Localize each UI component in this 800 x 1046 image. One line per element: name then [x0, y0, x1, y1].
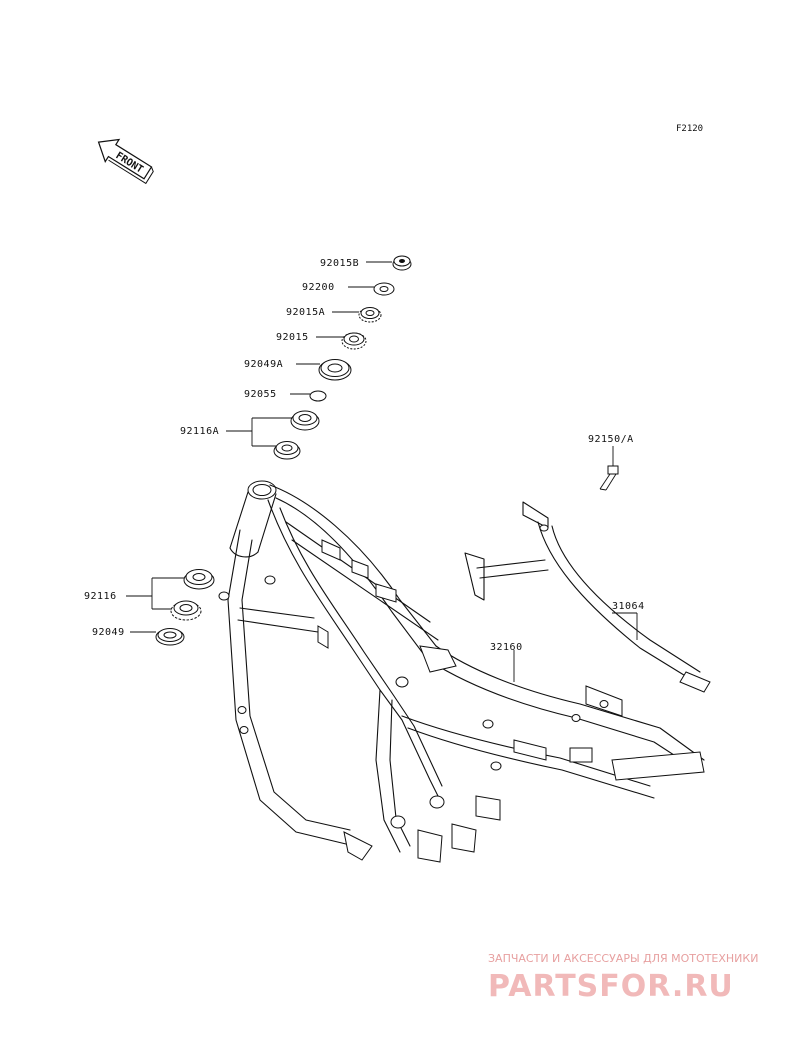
figure-code: F2120	[676, 124, 703, 134]
part-92150A-bolt	[599, 465, 619, 491]
steering-stem-parts	[273, 255, 412, 460]
watermark: ЗАПЧАСТИ И АКСЕССУАРЫ ДЛЯ МОТОТЕХНИКИ PA…	[488, 952, 758, 1004]
callout-92049A: 92049A	[244, 359, 283, 370]
part-92049A	[318, 359, 352, 381]
part-92200	[373, 282, 395, 296]
callout-92150A: 92150/A	[588, 434, 634, 445]
part-92015A	[358, 307, 382, 323]
callout-92015A: 92015A	[286, 307, 325, 318]
callout-92200: 92200	[302, 282, 335, 293]
part-92015	[341, 332, 367, 350]
part-32160-main-frame	[218, 480, 705, 863]
callout-31064: 31064	[612, 601, 645, 612]
part-92055	[309, 390, 327, 402]
lower-steering-parts	[155, 569, 215, 646]
callout-92055: 92055	[244, 389, 277, 400]
callout-92116: 92116	[84, 591, 117, 602]
part-92049-seal	[155, 628, 185, 646]
part-92116A-upper	[290, 410, 320, 431]
front-arrow-icon: FRONT	[97, 138, 154, 185]
callout-92049: 92049	[92, 627, 125, 638]
watermark-tagline: ЗАПЧАСТИ И АКСЕССУАРЫ ДЛЯ МОТОТЕХНИКИ	[488, 952, 758, 965]
watermark-brand: PARTSFOR.RU	[488, 969, 734, 1004]
callouts: 92015B 92200 92015A 92015 92049A 92055 9…	[84, 258, 645, 682]
callout-32160: 32160	[490, 642, 523, 653]
callout-92015: 92015	[276, 332, 309, 343]
part-92116A-lower	[273, 441, 301, 460]
part-92116-race	[183, 569, 215, 590]
part-92116-bearing	[170, 600, 202, 621]
callout-92116A: 92116A	[180, 426, 219, 437]
callout-92015B: 92015B	[320, 258, 359, 269]
part-31064-subframe	[464, 501, 711, 693]
part-92015B	[392, 255, 412, 271]
